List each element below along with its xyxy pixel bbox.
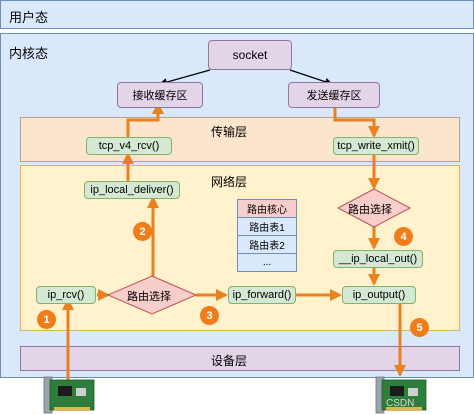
device-layer: 设备层: [20, 346, 460, 371]
watermark: CSDN: [386, 398, 415, 409]
routing-decision-tx-diamond: [336, 188, 412, 228]
user-space-zone: 用户态: [0, 0, 474, 29]
routing-table-row: ...: [262, 257, 272, 268]
step-badge-3: 3: [200, 306, 219, 325]
kernel-space-label: 内核态: [9, 46, 49, 61]
routing-decision-rx-diamond: [106, 275, 198, 315]
network-layer-label: 网络层: [211, 175, 248, 189]
ip-local-deliver-node: ip_local_deliver(): [84, 181, 180, 199]
step-badge-2: 2: [133, 222, 152, 241]
tcp-v4-rcv-node: tcp_v4_rcv(): [86, 137, 172, 155]
tcp-write-xmit-node: tcp_write_xmit(): [333, 137, 419, 155]
routing-decision-tx-label: 路由选择: [348, 204, 392, 216]
ip-rcv-node: ip_rcv(): [36, 286, 96, 304]
send-buffer-node: 发送缓存区: [288, 82, 380, 108]
transport-layer-label: 传输层: [211, 125, 248, 139]
routing-table: 路由核心 路由表1 路由表2 ...: [237, 199, 297, 272]
user-space-label: 用户态: [9, 10, 49, 25]
arrow-socket-to-send-buffer: [289, 69, 333, 86]
recv-buffer-node: 接收缓存区: [117, 82, 203, 108]
routing-table-header: 路由核心: [238, 200, 296, 218]
arrow-socket-to-recv-buffer: [159, 69, 211, 86]
ip-output-node: ip_output(): [342, 286, 416, 304]
nic-card-rx-icon: [43, 376, 95, 414]
ip-forward-node: ip_forward(): [228, 286, 296, 304]
socket-node: socket: [208, 40, 292, 70]
routing-decision-rx-label: 路由选择: [127, 291, 171, 303]
routing-table-row: 路由表2: [238, 236, 296, 254]
arrow-send-buffer-to-tcp-write-xmit: [333, 102, 380, 138]
nic-card-tx-icon: [375, 376, 427, 414]
step-badge-1: 1: [37, 310, 56, 329]
step-badge-4: 4: [394, 227, 413, 246]
step-badge-5: 5: [410, 318, 429, 337]
ip-local-out-node: __ip_local_out(): [333, 250, 423, 268]
routing-table-row: 路由表1: [238, 218, 296, 236]
device-layer-label: 设备层: [211, 354, 248, 368]
arrow-tcp-v4-rcv-to-recv-buffer: [126, 102, 164, 138]
